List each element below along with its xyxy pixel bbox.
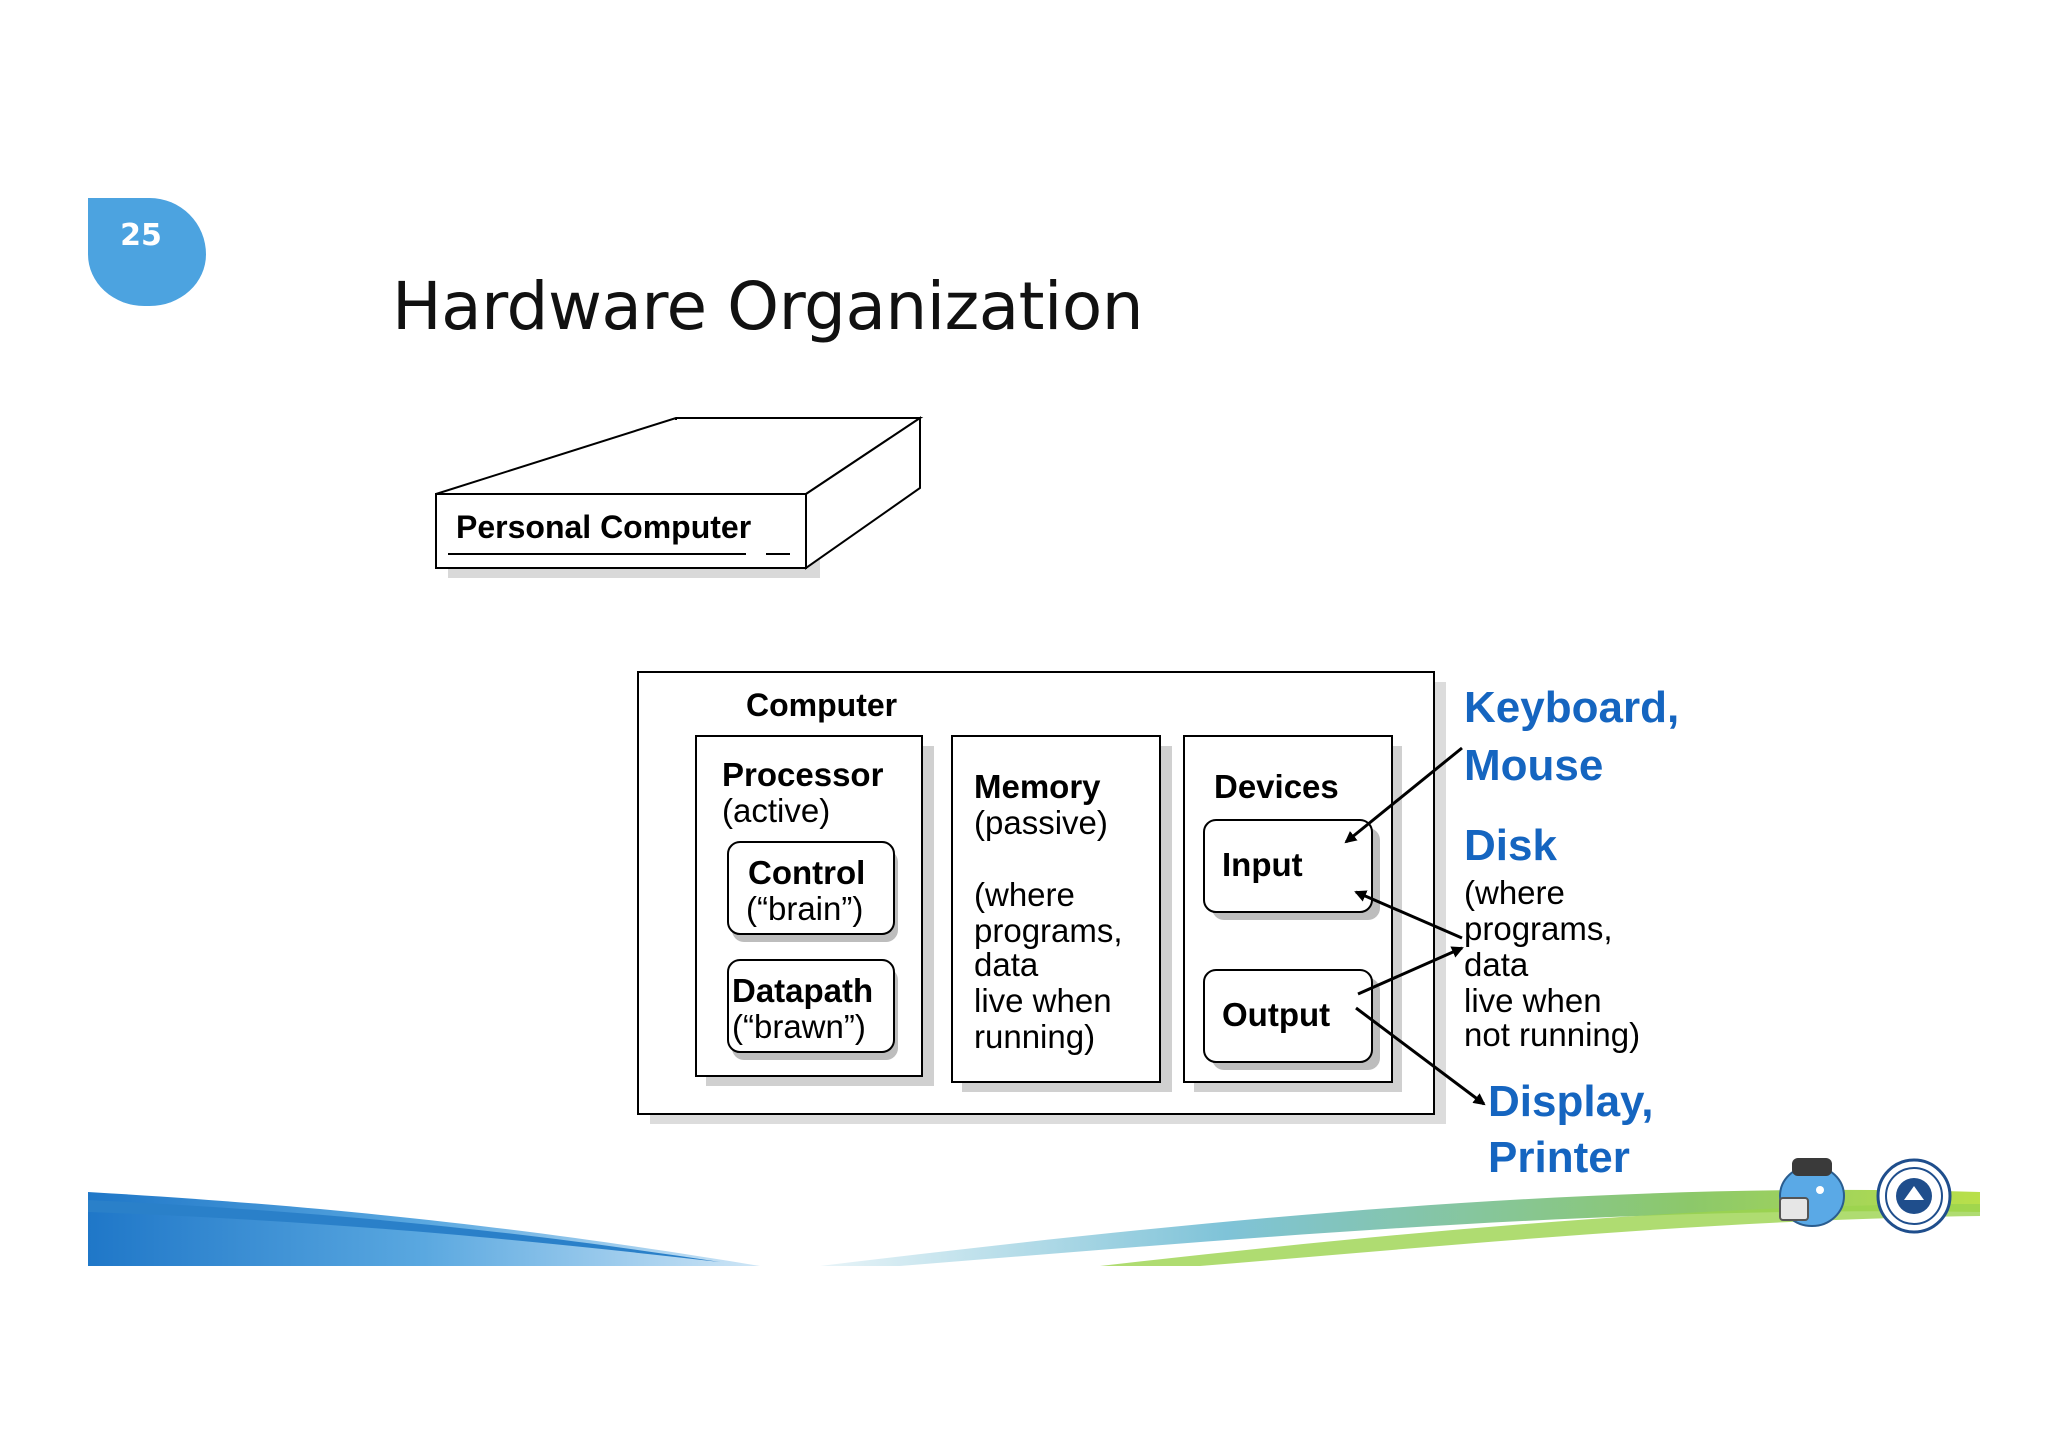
output-label: Output [1222, 996, 1330, 1033]
slide-number: 25 [120, 218, 162, 253]
disk-label: Disk [1464, 821, 1557, 870]
memory-desc-line: running) [974, 1018, 1095, 1055]
datapath-title: Datapath [732, 972, 873, 1009]
memory-desc-line: programs, [974, 912, 1123, 949]
slide-number-badge: 25 [88, 198, 206, 306]
keyboard-to-input-arrow [1344, 746, 1463, 844]
output-to-display-arrow [1355, 1006, 1486, 1106]
printer-label: Printer [1488, 1133, 1630, 1182]
disk-desc-line: live when [1464, 982, 1602, 1019]
devices-box: Devices Input Output [1183, 735, 1402, 1092]
university-seal-logo [1876, 1158, 1952, 1234]
input-label: Input [1222, 846, 1303, 883]
control-subtitle: (“brain”) [746, 890, 863, 927]
processor-title: Processor [722, 756, 884, 793]
processor-subtitle: (active) [722, 792, 830, 829]
external-devices: Keyboard, Mouse Disk (where programs, da… [1464, 683, 1679, 1182]
memory-box: Memory (passive) (where programs, data l… [951, 735, 1172, 1092]
datapath-box [727, 959, 895, 1053]
keyboard-label: Keyboard, [1464, 683, 1679, 732]
arrows [1344, 746, 1486, 1106]
mascot-logo [1779, 1158, 1845, 1227]
datapath-subtitle: (“brawn”) [732, 1008, 866, 1045]
disk-desc-line: data [1464, 946, 1529, 983]
output-box [1203, 969, 1373, 1063]
computer-label: Computer [746, 687, 897, 723]
memory-subtitle: (passive) [974, 804, 1108, 841]
footer-wave [88, 1189, 1980, 1266]
output-to-disk-arrow [1357, 946, 1464, 996]
display-label: Display, [1488, 1077, 1653, 1126]
memory-desc-line: data [974, 946, 1039, 983]
disk-desc-line: not running) [1464, 1016, 1640, 1053]
mouse-label: Mouse [1464, 741, 1603, 790]
memory-title: Memory [974, 768, 1101, 805]
input-box [1203, 819, 1373, 913]
memory-desc-line: live when [974, 982, 1112, 1019]
processor-box: Processor (active) Control (“brain”) Dat… [695, 735, 934, 1086]
slide-title: Hardware Organization [392, 268, 1144, 345]
memory-desc-line: (where [974, 876, 1075, 913]
personal-computer-box: Personal Computer [435, 416, 924, 578]
devices-title: Devices [1214, 768, 1339, 805]
disk-desc-line: (where [1464, 874, 1565, 911]
personal-computer-label: Personal Computer [456, 509, 751, 545]
control-box [727, 841, 895, 935]
disk-to-input-arrow [1354, 890, 1463, 940]
control-title: Control [748, 854, 865, 891]
disk-desc-line: programs, [1464, 910, 1613, 947]
